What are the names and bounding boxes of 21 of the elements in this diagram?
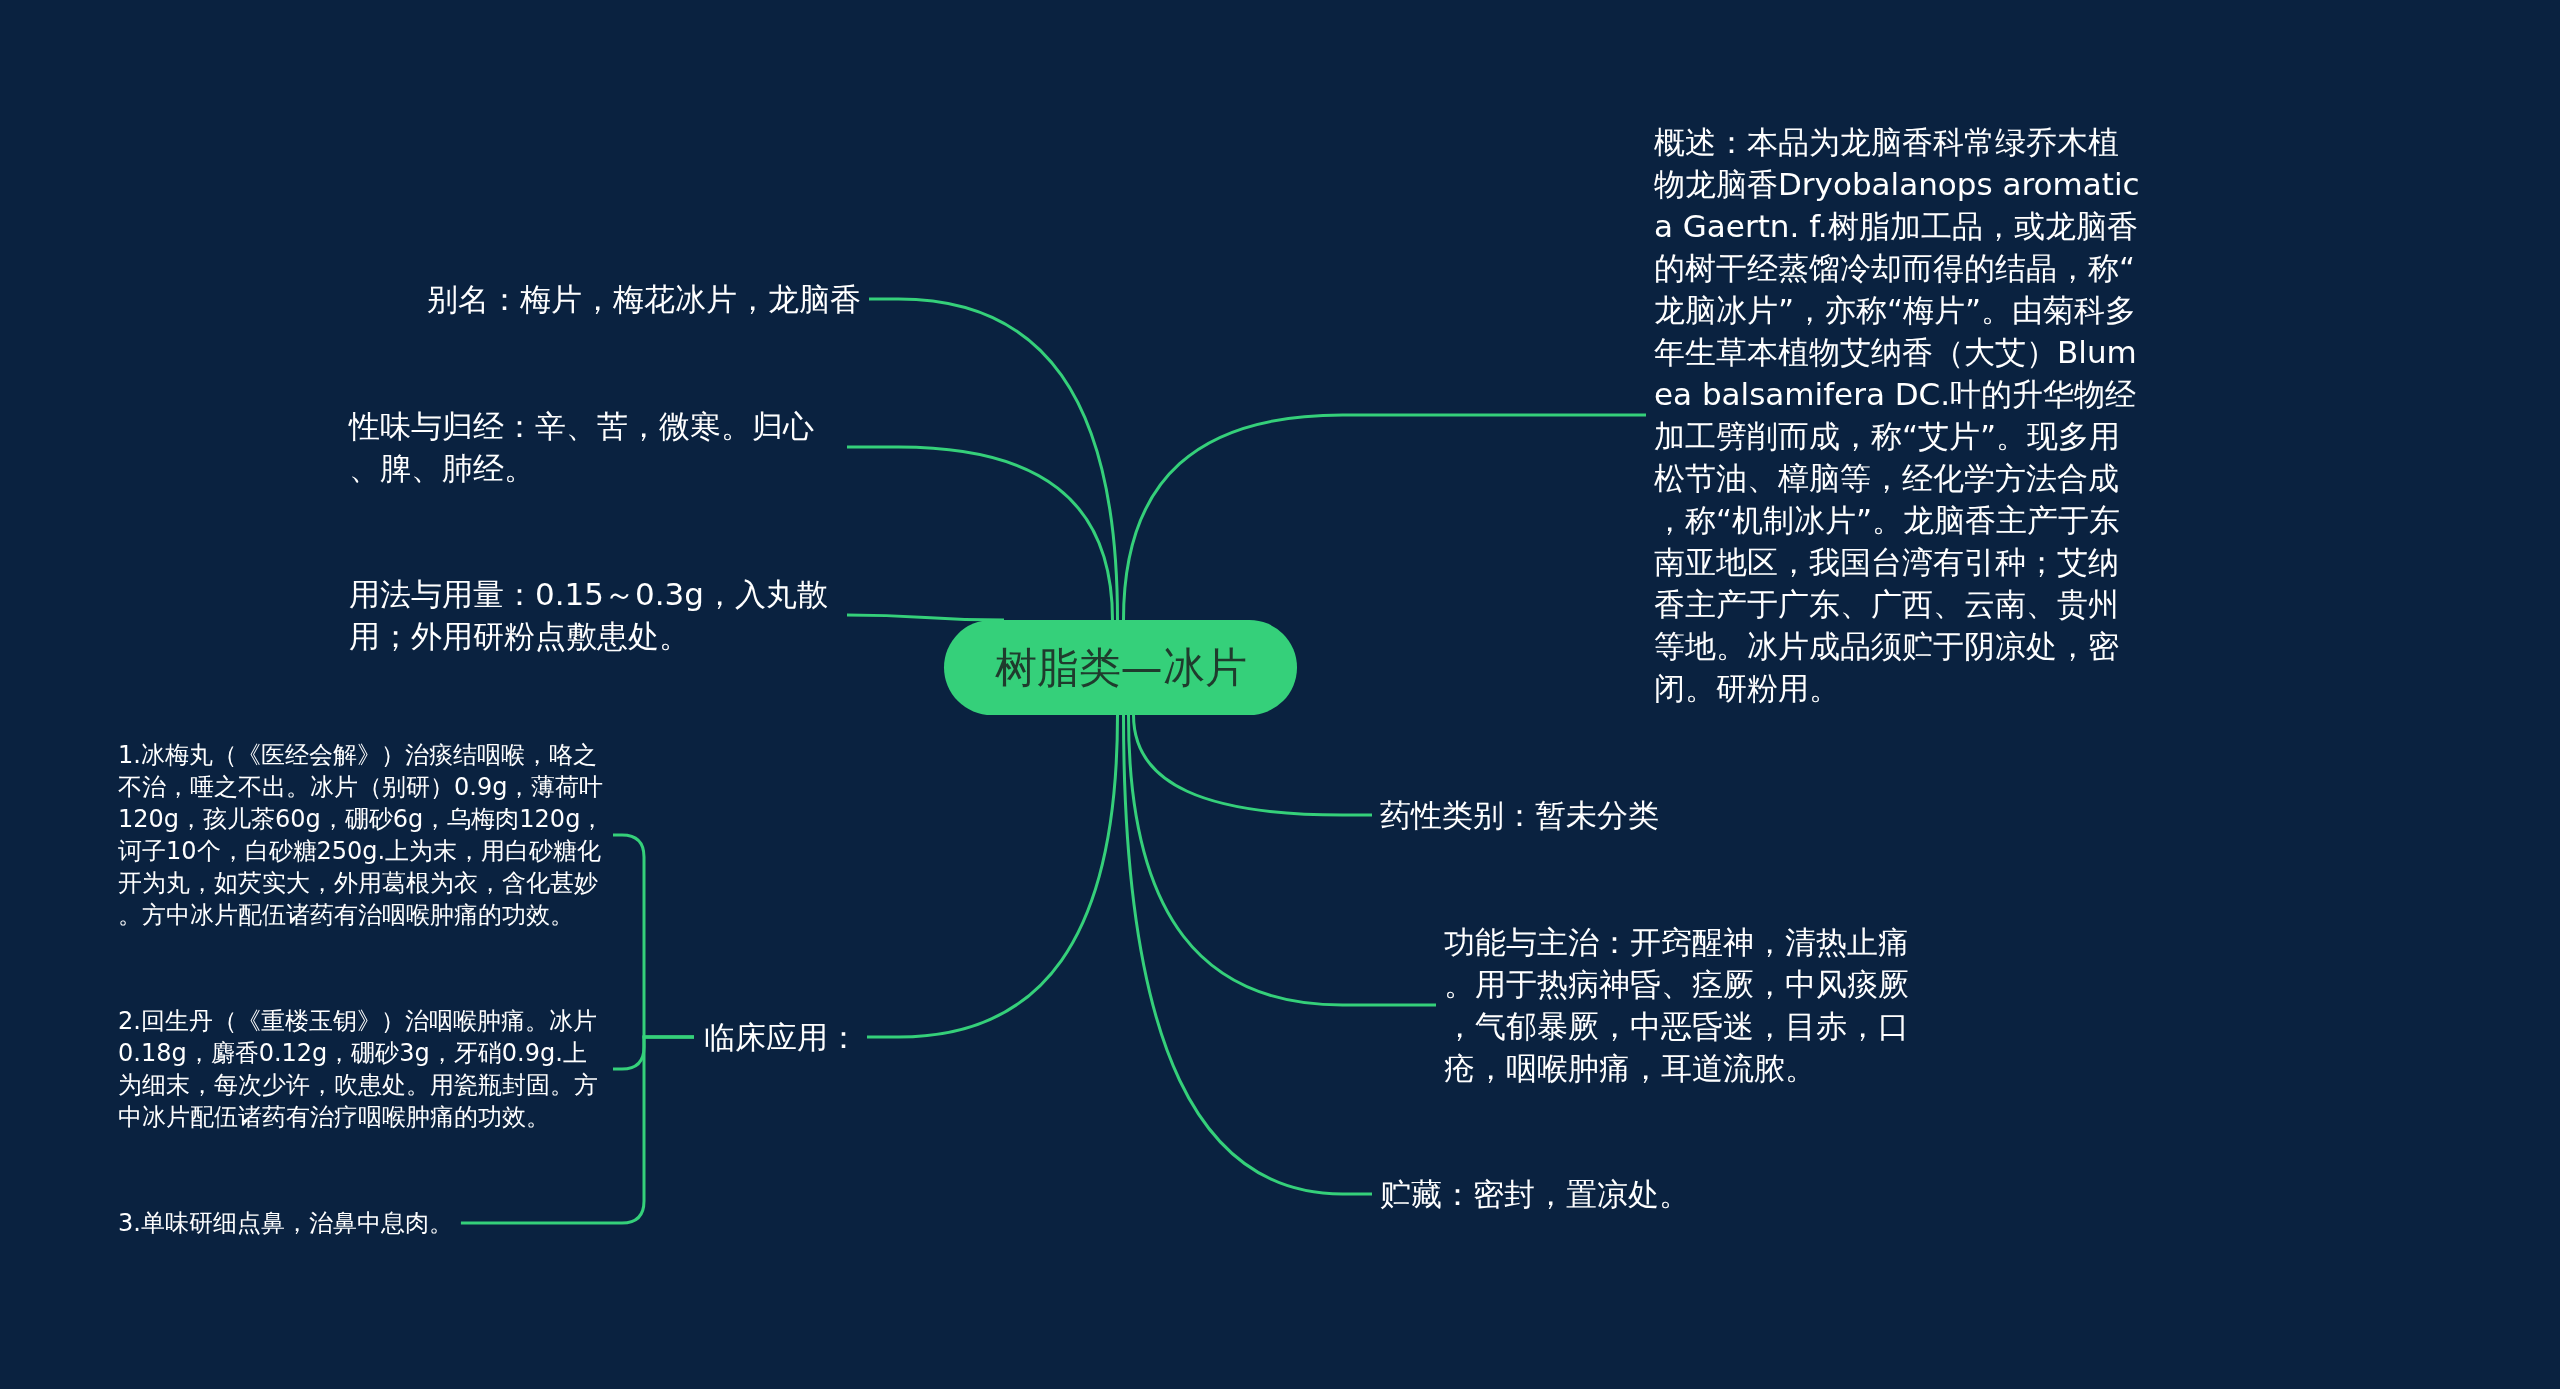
branch-text: 贮藏：密封，置凉处。	[1380, 1173, 1690, 1215]
connector-line	[1122, 413, 1646, 621]
branch-text: 别名：梅片，梅花冰片，龙脑香	[427, 278, 861, 320]
note-text: 3.单味研细点鼻，治鼻中息肉。	[118, 1207, 453, 1239]
topic-pill: 树脂类—冰片	[944, 620, 1297, 715]
note-text: 1.冰梅丸（《医经会解》）治痰结咽喉，咯之不治，唾之不出。冰片（别研）0.9g，薄荷叶120g，孩儿茶60g，硼砂6g，乌梅肉120g，诃子10个，白砂糖250g.上为末，用白砂糖化开为丸，如芡实大，外用葛根为衣，含化甚妙。方中冰片配伍诸药有治咽喉肿痛的功效。	[118, 739, 605, 931]
branch-text: 用法与用量：0.15～0.3g，入丸散用；外用研粉点敷患处。	[349, 573, 839, 657]
branch-text: 概述：本品为龙脑香科常绿乔木植物龙脑香Dryobalanops aromatica Gaertn. f.树脂加工品，或龙脑香的树干经蒸馏冷却而得的结晶，称“龙脑冰片”，亦称“梅片”。由菊科多年生草本植物艾纳香（大艾）Blumea balsamifera DC.叶的升华物经加工劈削而成，称“艾片”。现多用松节油、樟脑等，经化学方法合成，称“机制冰片”。龙脑香主产于东南亚地区，我国台湾有引种；艾纳香主产于广东、广西、云南、贵州等地。冰片成品须贮于阴凉处，密闭。研粉用。	[1654, 121, 2144, 709]
branch-text: 功能与主治：开窍醒神，清热止痛。用于热病神昏、痉厥，中风痰厥，气郁暴厥，中恶昏迷，目赤，口疮，咽喉肿痛，耳道流脓。	[1444, 921, 1934, 1089]
branch-text: 药性类别：暂未分类	[1380, 794, 1659, 836]
note-text: 2.回生丹（《重楼玉钥》）治咽喉肿痛。冰片0.18g，麝香0.12g，硼砂3g，牙硝0.9g.上为细末，每次少许，吹患处。用瓷瓶封固。方中冰片配伍诸药有治疗咽喉肿痛的功效。	[118, 1005, 605, 1133]
connector-line	[867, 714, 1119, 1039]
brace-connector	[460, 1035, 694, 1225]
connector-line	[1122, 714, 1372, 1196]
branch-text: 性味与归经：辛、苦，微寒。归心、脾、肺经。	[349, 405, 839, 489]
connector-line	[847, 445, 1114, 621]
connector-line	[869, 297, 1119, 621]
connector-line	[1127, 714, 1436, 1007]
branch-text: 临床应用：	[704, 1016, 859, 1058]
connector-line	[1132, 714, 1372, 817]
connector-line	[847, 613, 1004, 622]
